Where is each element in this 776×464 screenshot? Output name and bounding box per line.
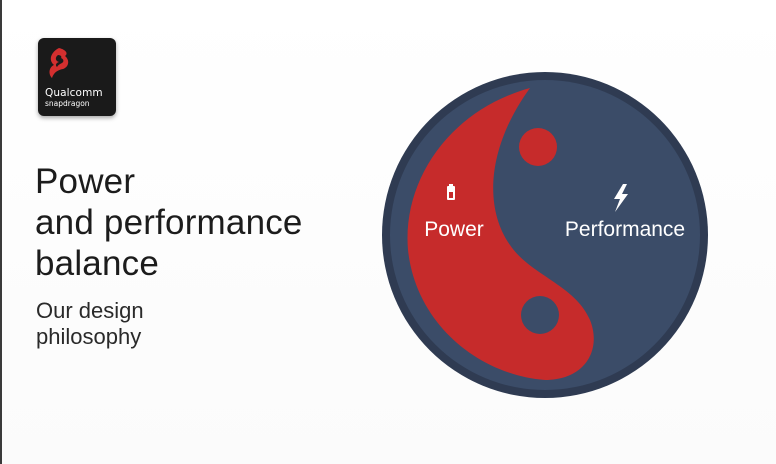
navy-dot (521, 296, 559, 334)
snapdragon-logo-icon (49, 48, 69, 78)
yin-yang-diagram: Power Performance (382, 72, 708, 398)
title-line-3: balance (35, 244, 160, 283)
slide-subtitle: Our design philosophy (36, 298, 144, 350)
red-dot (519, 128, 557, 166)
subtitle-line-2: philosophy (36, 324, 142, 349)
subtitle-line-1: Our design (36, 298, 144, 323)
battery-icon (447, 184, 455, 200)
qualcomm-snapdragon-logo: Qualcomm snapdragon (38, 38, 116, 116)
logo-brand-text: Qualcomm (45, 87, 103, 99)
title-line-2: and performance (35, 203, 303, 242)
lightning-bolt-icon (614, 184, 628, 212)
logo-product-text: snapdragon (45, 99, 90, 108)
power-label: Power (424, 218, 484, 241)
slide-title: Power and performance balance (35, 161, 303, 284)
title-line-1: Power (35, 162, 136, 201)
performance-label: Performance (565, 218, 685, 241)
